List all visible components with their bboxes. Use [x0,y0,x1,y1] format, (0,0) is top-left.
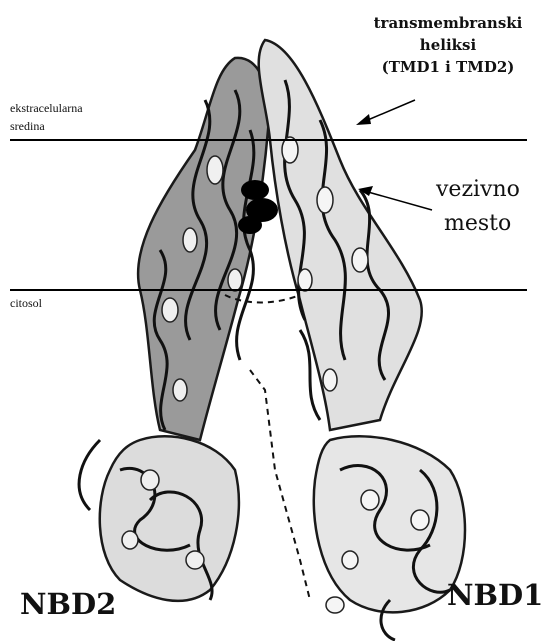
dashed-linker [250,370,310,600]
right-protein-lobe [259,40,465,640]
cytosol-label: citosol [10,296,42,311]
binding-site-label-line2: mesto [444,208,511,240]
transmembrane-label-line1: transmembranski [358,12,538,34]
extracellular-label-line2: sredina [10,119,45,134]
extracellular-label-line1: ekstracelularna [10,101,83,116]
binding-site-label-line1: vezivno [436,174,520,206]
transmembrane-label-line2: heliksi [358,34,538,56]
transmembrane-label-line3: (TMD1 i TMD2) [358,56,538,78]
arrow-transmembrane [356,100,415,125]
nbd1-label: NBD1 [447,578,543,612]
nbd2-label: NBD2 [20,587,116,621]
transmembrane-label: transmembranski heliksi (TMD1 i TMD2) [358,12,538,78]
